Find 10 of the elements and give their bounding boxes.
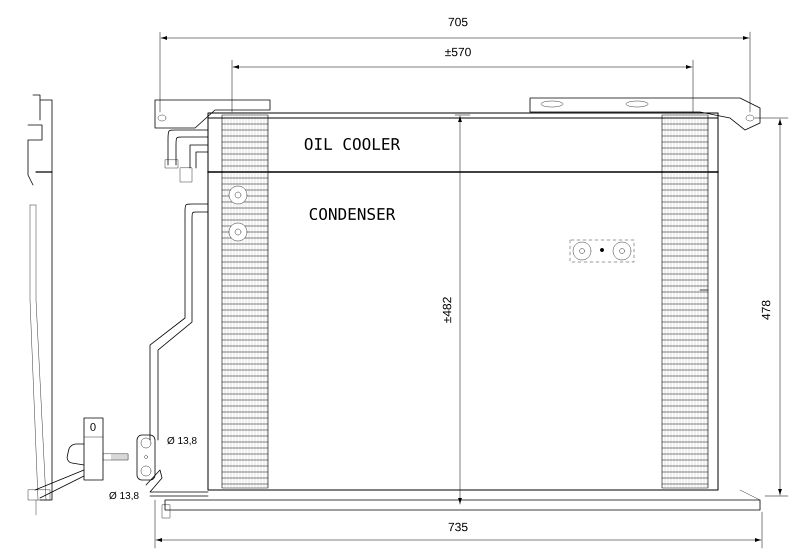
section-label: CONDENSER <box>310 208 396 220</box>
section-label: OIL COOLER <box>304 138 400 150</box>
part-marking: 0 <box>90 423 96 431</box>
diameter-label: Ø 13,8 <box>109 492 139 500</box>
diameter-label: Ø 13,8 <box>167 436 197 446</box>
dimension-label: 705 <box>448 18 468 26</box>
dimension-label: 735 <box>448 522 468 532</box>
dimension-label: ±570 <box>445 48 471 56</box>
dimension-label: ±482 <box>442 297 452 323</box>
dimension-label: 478 <box>762 300 770 320</box>
